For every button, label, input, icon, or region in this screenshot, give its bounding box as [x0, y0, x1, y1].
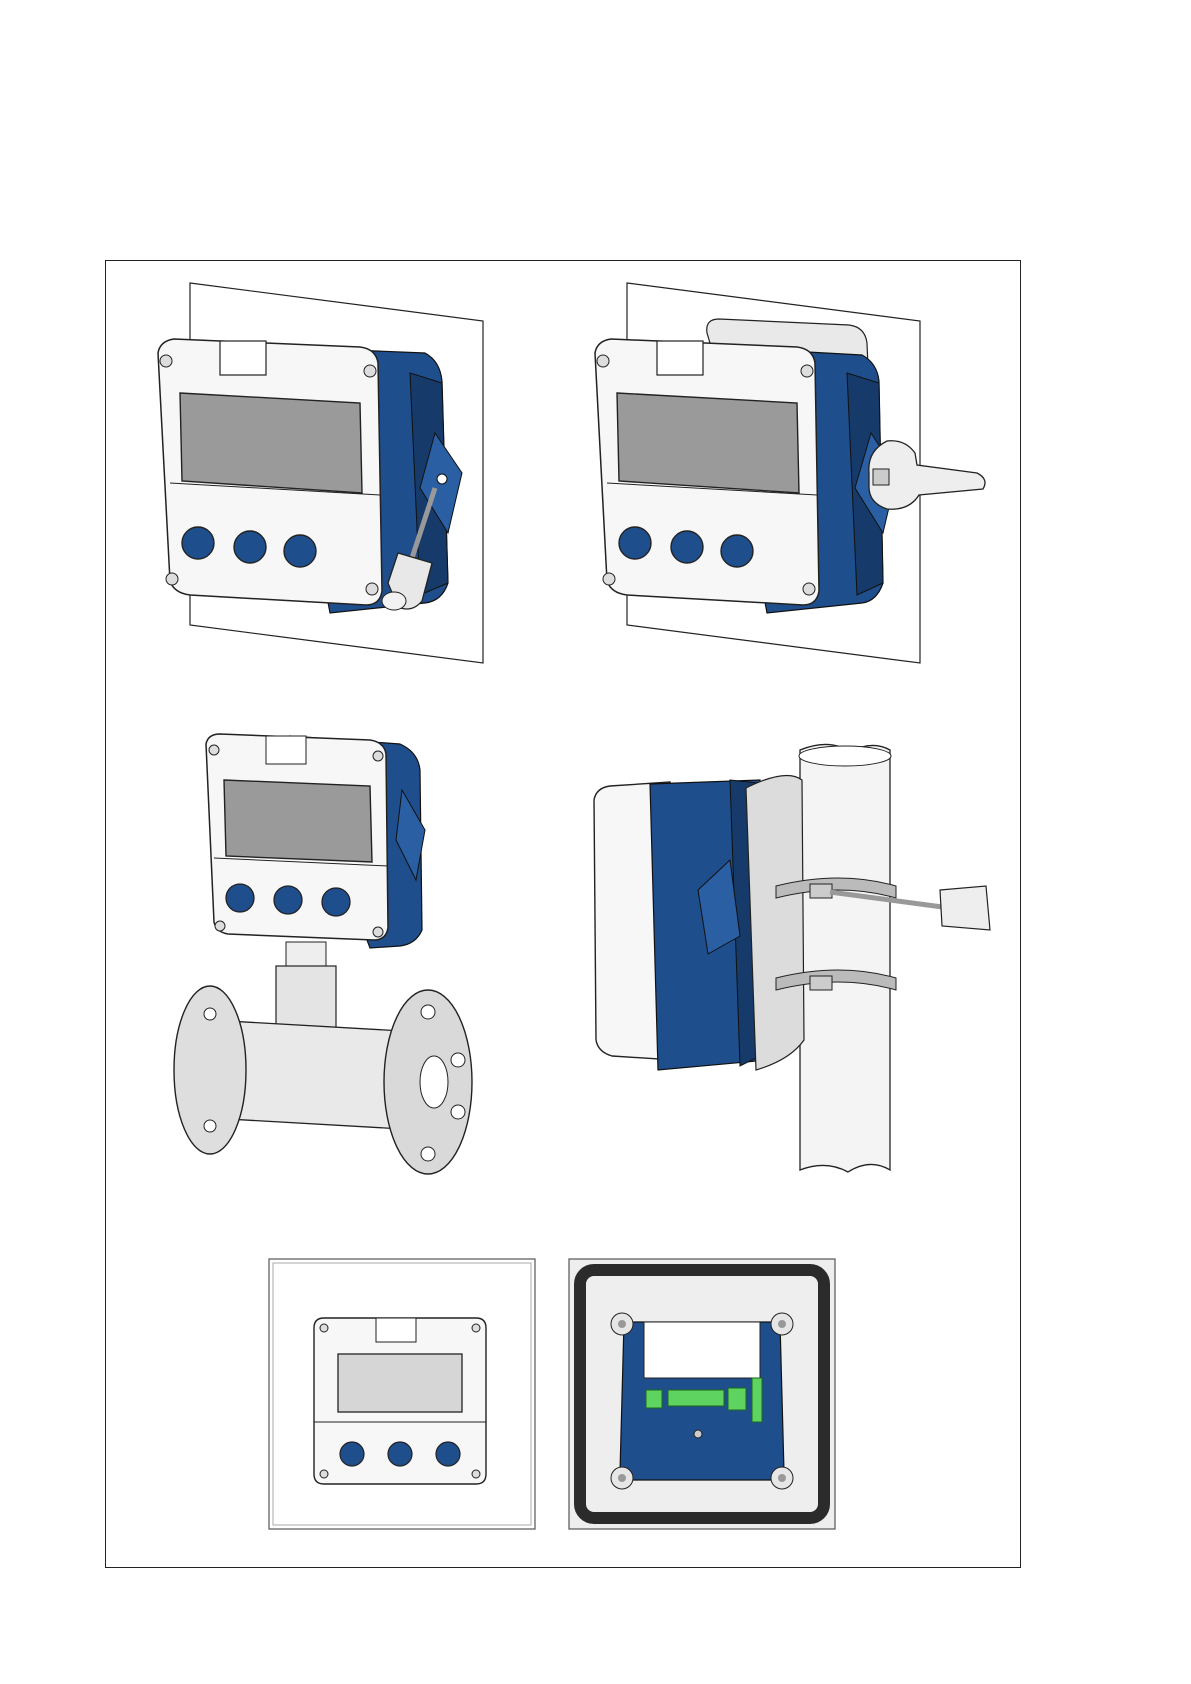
figure-panel-front [268, 1258, 536, 1530]
figure-wall-mount-screwdriver [150, 283, 490, 663]
figure-wall-mount-wrench [587, 283, 987, 663]
figure-pipe-mount [590, 740, 1000, 1180]
figure-panel-rear [568, 1258, 836, 1530]
figure-flowmeter-mount [170, 730, 490, 1190]
